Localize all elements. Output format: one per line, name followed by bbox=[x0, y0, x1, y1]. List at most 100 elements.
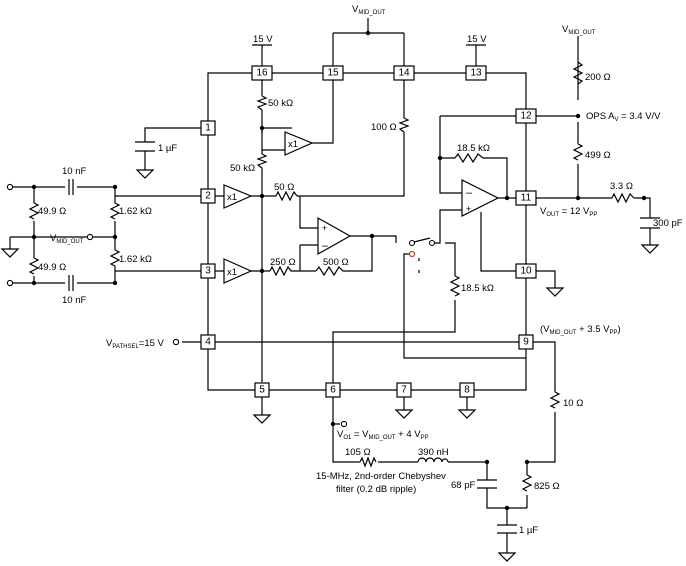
pin-3: 3 bbox=[200, 263, 216, 279]
capacitor-c300p bbox=[640, 217, 660, 229]
label-supply-16: 15 V bbox=[253, 34, 273, 45]
resistor-r200 bbox=[572, 61, 584, 85]
pin-2: 2 bbox=[200, 188, 216, 204]
pin-9: 9 bbox=[518, 334, 534, 350]
ground-icon bbox=[0, 248, 20, 258]
pin-4: 4 bbox=[200, 334, 216, 350]
capacitor-c10n-top bbox=[68, 179, 74, 195]
pin-8: 8 bbox=[459, 382, 475, 398]
svg-text:1: 1 bbox=[205, 123, 211, 134]
resistor-r500 bbox=[315, 265, 346, 277]
diff-amplifier bbox=[317, 216, 352, 256]
label-r50k-bottom: 50 kΩ bbox=[230, 163, 255, 174]
svg-text:6: 6 bbox=[330, 385, 336, 396]
label-c10n-bottom: 10 nF bbox=[62, 295, 86, 306]
resistor-r105 bbox=[359, 456, 377, 468]
resistor-r10 bbox=[549, 391, 561, 409]
pin-6: 6 bbox=[325, 382, 341, 398]
resistor-r3p3 bbox=[611, 192, 635, 204]
pin-16: 16 bbox=[251, 65, 273, 81]
label-c1u-pin1: 1 µF bbox=[158, 143, 177, 154]
svg-text:10: 10 bbox=[520, 266, 532, 277]
ic-pins: 1 2 3 4 5 6 7 8 9 10 11 12 13 14 15 16 bbox=[200, 65, 537, 398]
resistor-r499 bbox=[572, 143, 584, 161]
label-r18k5-down: 18.5 kΩ bbox=[461, 283, 494, 294]
labels: VMID_OUT VMID_OUT VMID_OUT 15 V 15 V 50 … bbox=[38, 4, 683, 536]
pin-12: 12 bbox=[515, 108, 537, 124]
junction-dots bbox=[31, 30, 647, 511]
ground-symbols bbox=[0, 169, 660, 562]
amplifiers: x1 x1 x1 + – – + bbox=[223, 131, 500, 284]
svg-text:12: 12 bbox=[520, 111, 532, 122]
pin-1: 1 bbox=[200, 120, 216, 136]
resistor-r18k5-fb bbox=[454, 152, 491, 164]
label-c68p: 68 pF bbox=[451, 480, 475, 491]
label-r50: 50 Ω bbox=[274, 182, 294, 193]
label-r200: 200 Ω bbox=[585, 72, 611, 83]
pin-5: 5 bbox=[254, 382, 270, 398]
output-opamp bbox=[461, 179, 500, 217]
label-r825: 825 Ω bbox=[534, 481, 560, 492]
svg-text:14: 14 bbox=[398, 68, 410, 79]
label-inductor: 390 nH bbox=[418, 447, 449, 458]
svg-text:9: 9 bbox=[523, 337, 529, 348]
ground-icon bbox=[497, 552, 517, 562]
svg-text:11: 11 bbox=[521, 193, 532, 204]
ground-icon bbox=[640, 244, 660, 254]
svg-text:8: 8 bbox=[464, 385, 470, 396]
ground-icon bbox=[545, 287, 565, 297]
svg-text:4: 4 bbox=[205, 337, 211, 348]
label-r105: 105 Ω bbox=[345, 447, 371, 458]
svg-text:15: 15 bbox=[327, 68, 339, 79]
resistor-r50k-top bbox=[256, 95, 268, 111]
label-supply-13: 15 V bbox=[467, 34, 487, 45]
buffer-x1-pin2 bbox=[223, 184, 253, 209]
pin-7: 7 bbox=[396, 382, 412, 398]
resistor-r50k-bottom bbox=[256, 153, 268, 169]
label-r49a: 49.9 Ω bbox=[38, 206, 66, 217]
ground-icon bbox=[135, 169, 155, 179]
label-filter-line1: 15-MHz, 2nd-order Chebyshev bbox=[316, 471, 446, 482]
label-r1k62a: 1.62 kΩ bbox=[119, 206, 152, 217]
label-ops-gain: OPS AV = 3.4 V/V bbox=[586, 111, 661, 123]
capacitor-c1u-pin1 bbox=[135, 141, 155, 152]
svg-text:2: 2 bbox=[205, 191, 211, 202]
capacitor-c10n-bottom bbox=[68, 275, 74, 291]
label-vout: VOUT = 12 VPP bbox=[540, 206, 597, 218]
buffer-x1-pin3 bbox=[223, 258, 253, 284]
resistor-symbols bbox=[28, 61, 635, 492]
capacitor-symbols bbox=[68, 141, 660, 534]
pin-11: 11 bbox=[515, 190, 537, 206]
label-r499: 499 Ω bbox=[585, 150, 611, 161]
svg-text:3: 3 bbox=[205, 266, 211, 277]
label-r1k62b: 1.62 kΩ bbox=[119, 254, 152, 265]
svg-text:16: 16 bbox=[256, 68, 268, 79]
pin-10: 10 bbox=[515, 263, 537, 279]
resistor-r18k5-down bbox=[449, 275, 461, 297]
inductor-390nh bbox=[417, 457, 449, 463]
resistor-r49b bbox=[28, 257, 40, 275]
buffer-x1-top-label: x1 bbox=[288, 139, 298, 150]
label-c10n-top: 10 nF bbox=[62, 166, 86, 177]
label-r10: 10 Ω bbox=[563, 398, 583, 409]
label-vmid-left: VMID_OUT bbox=[50, 233, 84, 245]
svg-text:7: 7 bbox=[401, 385, 407, 396]
terminals bbox=[6, 183, 348, 428]
capacitor-c1u-bottom bbox=[497, 524, 517, 534]
ground-icon bbox=[457, 409, 477, 419]
buffer-x1-pin3-label: x1 bbox=[227, 267, 237, 278]
pin-15: 15 bbox=[322, 65, 344, 81]
diff-amp-minus: – bbox=[322, 240, 329, 252]
buffer-x1-top bbox=[284, 131, 314, 156]
svg-text:13: 13 bbox=[470, 68, 482, 79]
capacitor-c68p bbox=[477, 479, 497, 489]
label-r18k5-fb: 18.5 kΩ bbox=[457, 143, 490, 154]
resistor-r1k62b bbox=[109, 249, 121, 267]
ground-icon bbox=[252, 414, 272, 424]
label-r500: 500 Ω bbox=[323, 257, 349, 268]
resistor-r1k62a bbox=[109, 202, 121, 220]
resistor-r50 bbox=[275, 190, 298, 202]
label-r250: 250 Ω bbox=[270, 257, 296, 268]
label-vmid-right: VMID_OUT bbox=[562, 24, 596, 36]
output-opamp-minus: – bbox=[466, 187, 473, 199]
